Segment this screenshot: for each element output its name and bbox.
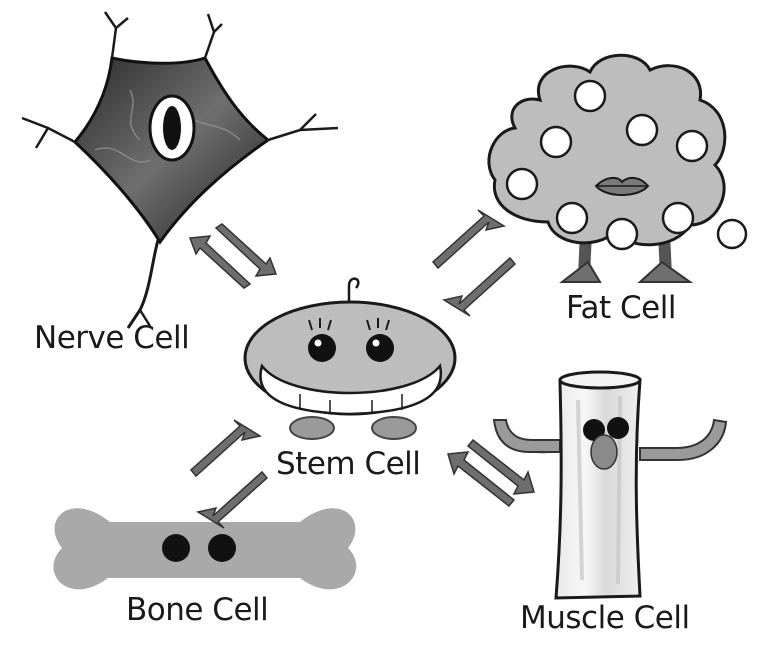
stem-cell-illustration [245, 279, 455, 439]
fat-cell-label: Fat Cell [566, 290, 676, 326]
nerve-cell-illustration [22, 12, 338, 328]
arrow-nerve-stem [190, 224, 276, 288]
bone-cell-label: Bone Cell [126, 592, 268, 628]
arrow-fat-stem [433, 210, 515, 316]
muscle-cell-label: Muscle Cell [520, 600, 690, 636]
stem-cell-label: Stem Cell [276, 446, 420, 482]
fat-cell-illustration [489, 55, 746, 282]
arrow-bone-stem [191, 420, 267, 528]
nerve-cell-label: Nerve Cell [34, 320, 189, 356]
bone-cell-illustration [53, 508, 356, 589]
